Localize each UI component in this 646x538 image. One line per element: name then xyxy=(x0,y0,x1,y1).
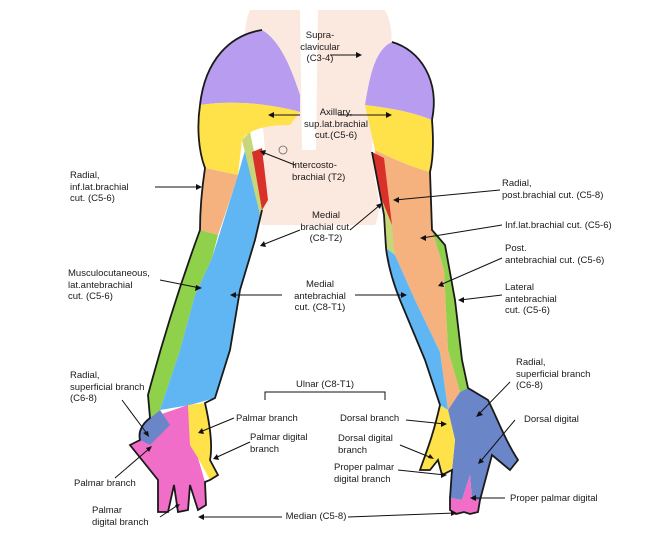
label-proper-palmar-digital: Proper palmar digital xyxy=(510,493,598,504)
label-radial-superficial-left: Radial, superficial branch (C6-8) xyxy=(70,370,145,404)
left-medial-brachial-zone xyxy=(242,132,265,215)
right-hand-dorsal xyxy=(448,388,518,500)
label-palmar-digital-mid: Palmar digital branch xyxy=(250,432,308,455)
label-axillary: Axillary, sup.lat.brachial cut.(C5-6) xyxy=(304,107,368,141)
label-medial-brachial: Medial brachial cut. (C8-T2) xyxy=(300,210,352,244)
torso-center-stripe xyxy=(300,10,318,150)
left-axillary-zone xyxy=(198,102,300,175)
right-medial-brachial-zone xyxy=(382,200,395,255)
left-hand-yellow xyxy=(188,403,218,480)
left-radial-upper-zone xyxy=(200,168,238,235)
right-fingertips-median xyxy=(450,475,480,514)
label-palmar-branch-mid: Palmar branch xyxy=(236,413,298,424)
label-radial-superficial-right: Radial, superficial branch (C6-8) xyxy=(516,357,591,391)
label-lateral-antebrachial: Lateral antebrachial cut. (C5-6) xyxy=(505,282,557,316)
left-shoulder-supraclavicular-zone xyxy=(200,30,300,112)
label-intercostobrachial: Intercosto- brachial (T2) xyxy=(292,160,346,183)
right-radial-post-brachial-zone xyxy=(375,150,460,410)
label-radial-post-brachial: Radial, post.brachial cut. (C5-8) xyxy=(502,178,604,201)
pointer-arrows xyxy=(114,52,516,520)
left-thumb-radial xyxy=(139,410,170,445)
label-musculocutaneous: Musculocutaneous, lat.antebrachial cut. … xyxy=(68,268,150,302)
left-intercostobrachial-zone xyxy=(252,148,268,210)
label-proper-palmar-digital-branch: Proper palmar digital branch xyxy=(334,462,395,485)
left-musculocutaneous-zone xyxy=(148,230,218,418)
label-palmar-branch-left: Palmar branch xyxy=(74,478,136,489)
label-dorsal-digital-branch: Dorsal digital branch xyxy=(338,433,393,456)
right-lateral-antebrachial-zone xyxy=(432,230,468,392)
label-post-antebrachial: Post. antebrachial cut. (C5-6) xyxy=(505,243,605,266)
label-dorsal-digital: Dorsal digital xyxy=(524,414,579,425)
label-inf-lat-brachial: Inf.lat.brachial cut. (C5-6) xyxy=(505,220,612,231)
right-axillary-zone xyxy=(365,105,434,172)
label-palmar-digital-left: Palmar digital branch xyxy=(92,505,149,528)
label-supraclavicular: Supra- clavicular (C3-4) xyxy=(300,30,340,64)
left-medial-antebrachial-zone xyxy=(160,140,260,410)
right-shoulder-supraclavicular-zone xyxy=(365,42,434,120)
ulnar-bracket xyxy=(264,391,386,400)
label-radial-inf-lat: Radial, inf.lat.brachial cut. (C5-6) xyxy=(70,170,129,204)
right-medial-antebrachial-zone xyxy=(386,248,448,410)
right-intercostobrachial-zone xyxy=(372,152,392,225)
label-median: Median (C5-8) xyxy=(285,511,347,522)
marker-circle xyxy=(278,145,288,155)
label-dorsal-branch: Dorsal branch xyxy=(340,413,400,424)
label-ulnar: Ulnar (C8-T1) xyxy=(295,379,355,390)
outline-group xyxy=(128,29,520,515)
label-medial-antebrachial: Medial antebrachial cut. (C8-T1) xyxy=(294,279,346,313)
